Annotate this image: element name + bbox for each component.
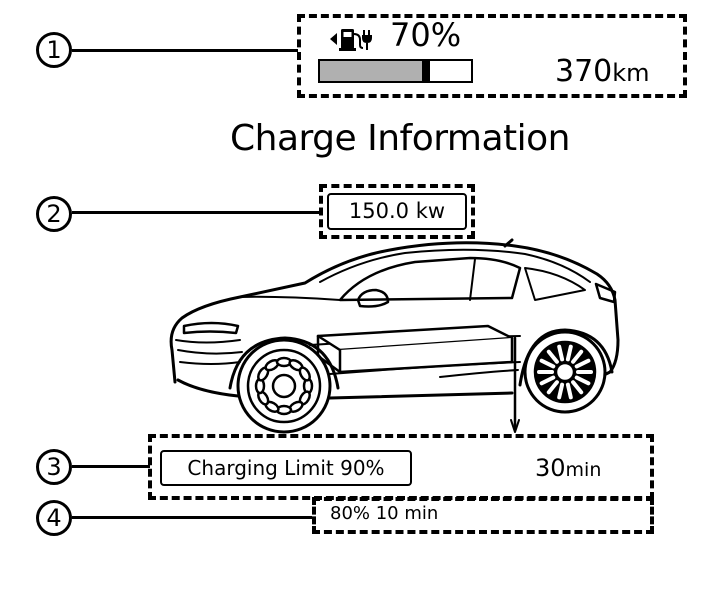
rear-wheel-spoke	[546, 380, 559, 395]
page-title: Charge Information	[229, 118, 571, 159]
rear-wheel-spoke	[574, 358, 591, 369]
leader-line-1	[72, 49, 298, 52]
rear-wheel-spoke	[546, 349, 559, 364]
leader-line-3	[72, 465, 150, 468]
callout-3: 3	[36, 449, 72, 485]
battery-bar-marker	[422, 61, 430, 81]
rear-wheel-spoke	[565, 344, 573, 362]
rear-wheel-spoke	[565, 382, 573, 400]
estimate-frame	[312, 497, 654, 534]
estimate-text: 80% 10 min	[330, 503, 439, 524]
charging-time-unit: min	[565, 459, 602, 481]
rear-wheel-spoke	[557, 344, 565, 362]
leader-line-4	[72, 516, 312, 519]
callout-1: 1	[36, 32, 72, 68]
battery-bar	[318, 59, 473, 83]
charge-power-box: 150.0 kw	[327, 193, 467, 230]
battery-percent: 70%	[390, 16, 462, 54]
fuel-pump-plug-icon	[330, 29, 372, 51]
range-readout: 370km	[555, 55, 650, 93]
front-wheel-spoke	[298, 366, 311, 382]
charging-time-value: 30	[535, 454, 566, 482]
range-unit: km	[612, 59, 650, 87]
range-value: 370	[555, 54, 613, 89]
callout-2: 2	[36, 196, 72, 232]
rear-wheel-spoke	[571, 349, 584, 364]
charging-limit-label: Charging Limit 90%	[187, 456, 385, 480]
charging-time: 30min	[535, 452, 601, 487]
rear-wheel-spoke	[539, 375, 556, 386]
status-panel	[297, 14, 687, 98]
charge-power-value: 150.0 kw	[348, 199, 446, 223]
battery-bar-fill	[320, 61, 426, 81]
charging-limit-box: Charging Limit 90%	[160, 450, 412, 486]
callout-4: 4	[36, 500, 72, 536]
rear-wheel-spoke	[557, 382, 565, 400]
rear-wheel-spoke	[574, 375, 591, 386]
rear-wheel-spoke	[539, 358, 556, 369]
charge-power-frame	[319, 184, 475, 239]
leader-line-2	[72, 211, 320, 214]
rear-wheel-spoke	[571, 380, 584, 395]
